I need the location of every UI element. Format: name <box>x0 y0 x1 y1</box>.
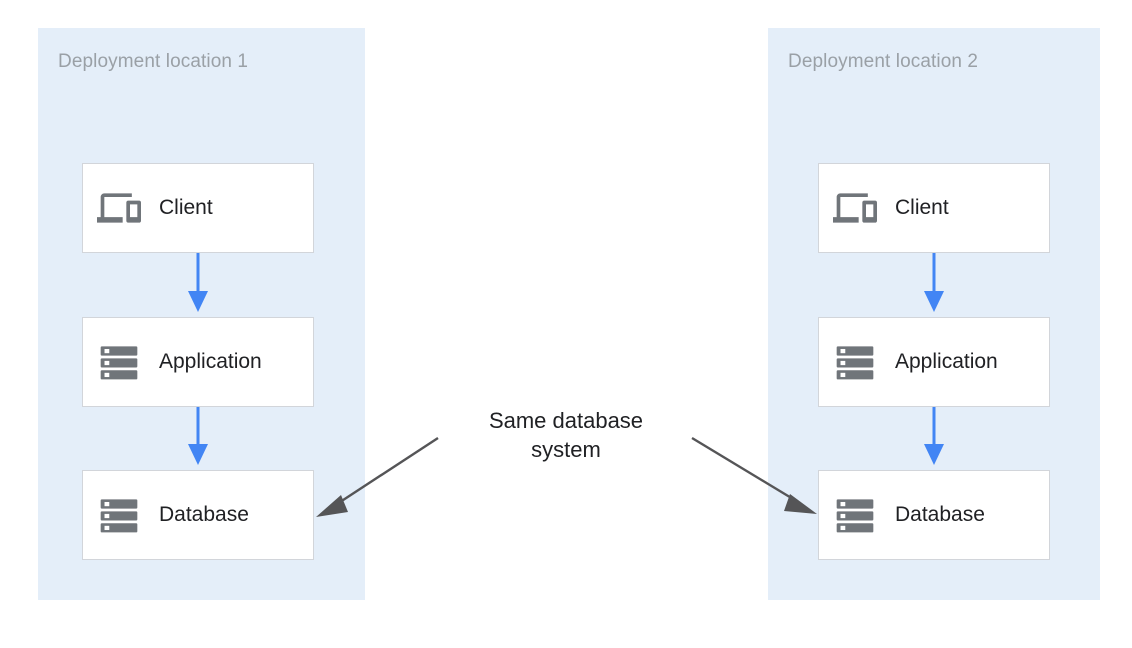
node-application-2[interactable]: Application <box>818 317 1050 407</box>
node-application-1[interactable]: Application <box>82 317 314 407</box>
server-icon <box>836 499 874 533</box>
deployment-location-1-label: Deployment location 1 <box>58 51 249 72</box>
annotation-line-2: system <box>531 437 601 462</box>
node-database-2[interactable]: Database <box>818 470 1050 560</box>
node-application-2-label: Application <box>895 350 998 373</box>
node-client-2-label: Client <box>895 196 949 219</box>
devices-icon <box>833 193 877 223</box>
node-database-1-label: Database <box>159 503 249 526</box>
deployment-location-2-label: Deployment location 2 <box>788 51 979 72</box>
node-database-1[interactable]: Database <box>82 470 314 560</box>
server-icon <box>100 499 138 533</box>
server-icon <box>100 346 138 380</box>
node-database-2-label: Database <box>895 503 985 526</box>
node-client-2[interactable]: Client <box>818 163 1050 253</box>
annotation-line-1: Same database <box>488 408 644 433</box>
server-icon <box>836 346 874 380</box>
node-client-1[interactable]: Client <box>82 163 314 253</box>
devices-icon <box>97 193 141 223</box>
same-database-system-annotation: Same database system <box>446 406 686 464</box>
node-application-1-label: Application <box>159 350 262 373</box>
node-client-1-label: Client <box>159 196 213 219</box>
